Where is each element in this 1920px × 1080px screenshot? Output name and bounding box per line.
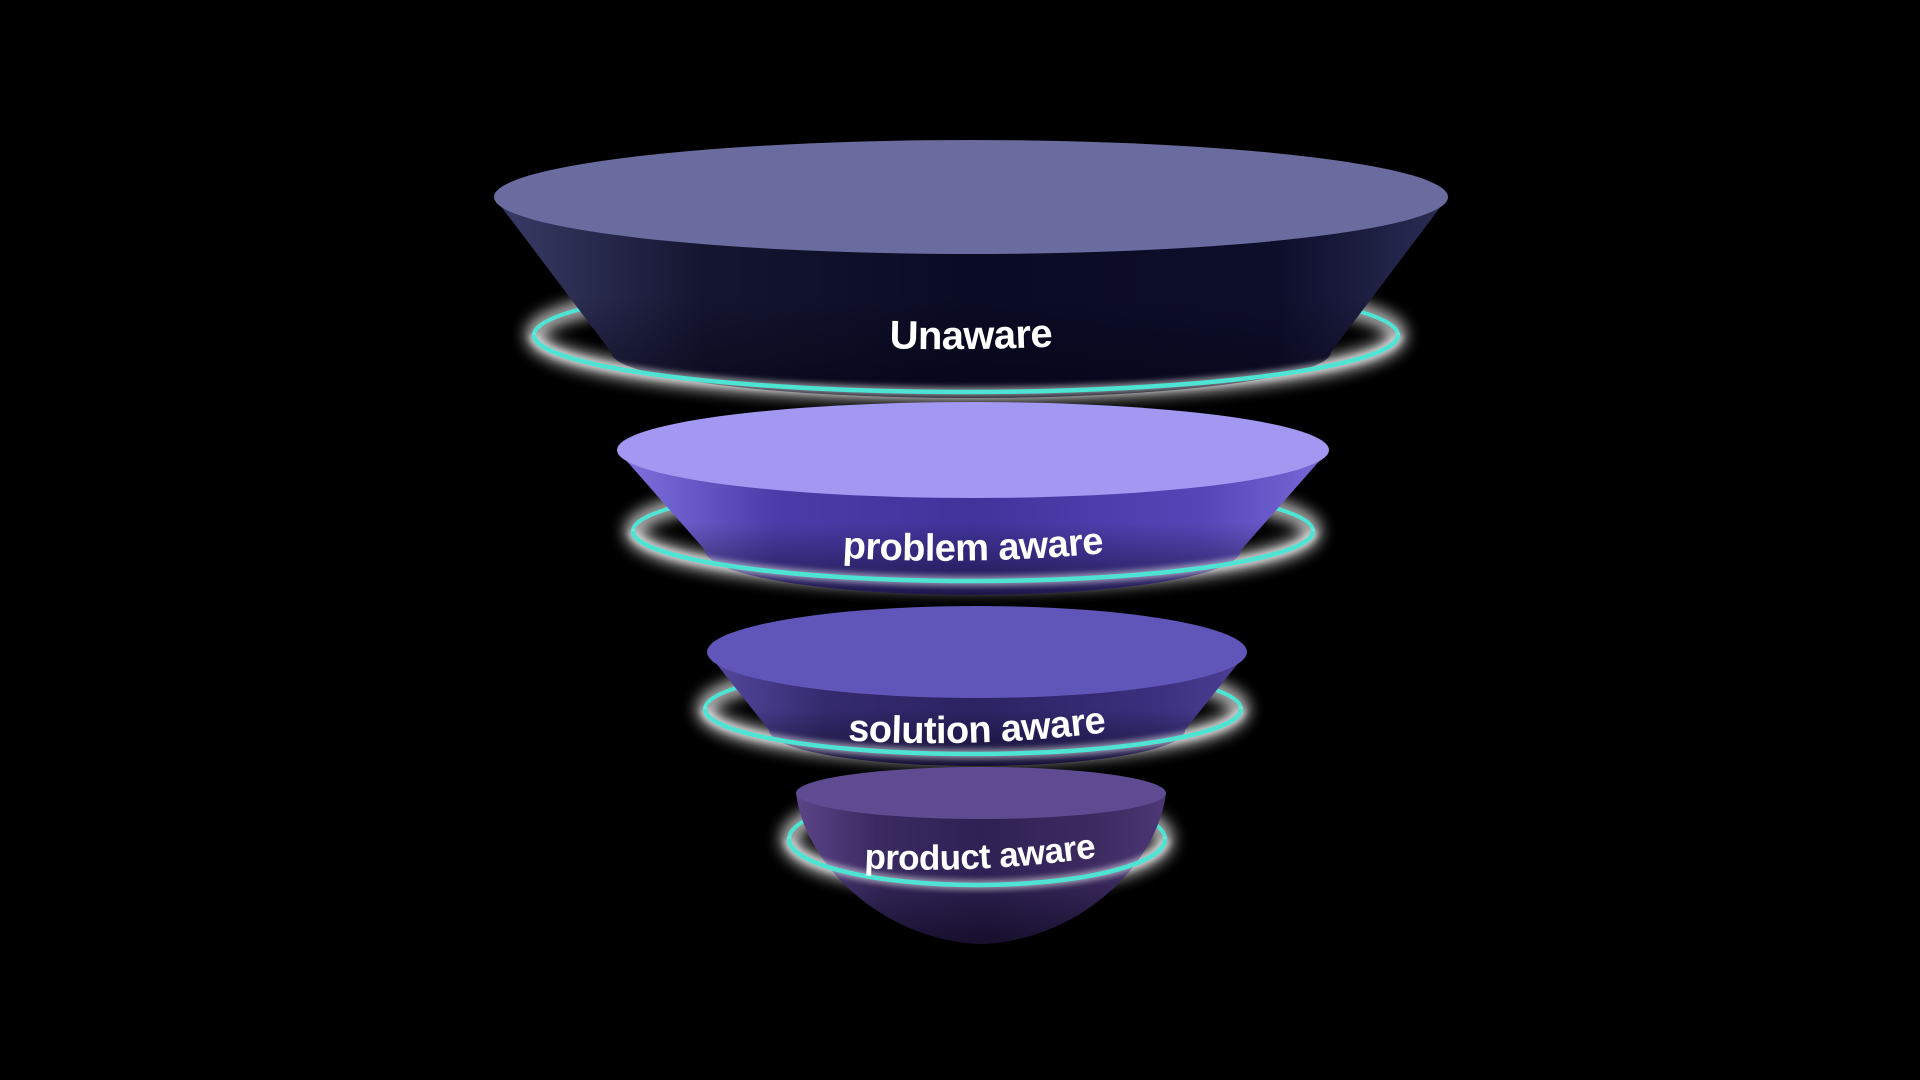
stage1-top-ellipse — [494, 140, 1448, 254]
stage2-label: problem aware — [842, 520, 1105, 569]
stage1-body-shade — [494, 197, 1448, 398]
stage4-top-ellipse — [796, 767, 1166, 819]
stage1-ring-front-icon — [531, 334, 1401, 395]
funnel-stage-solution-aware: solution aware — [698, 606, 1248, 766]
funnel-stage-problem-aware: problem aware — [617, 402, 1329, 595]
funnel-stage-product-aware: product aware — [782, 767, 1172, 944]
stage2-top-ellipse — [617, 402, 1329, 498]
stage4-body-shade — [796, 793, 1166, 944]
stage4-ring-front-icon — [786, 838, 1168, 888]
stage1-label: Unaware — [889, 312, 1053, 359]
funnel-stage-unaware: Unaware — [494, 140, 1448, 399]
stage3-top-ellipse — [707, 606, 1247, 698]
stage2-ring-front-icon — [630, 530, 1316, 584]
stage3-ring-front-icon — [702, 708, 1244, 757]
